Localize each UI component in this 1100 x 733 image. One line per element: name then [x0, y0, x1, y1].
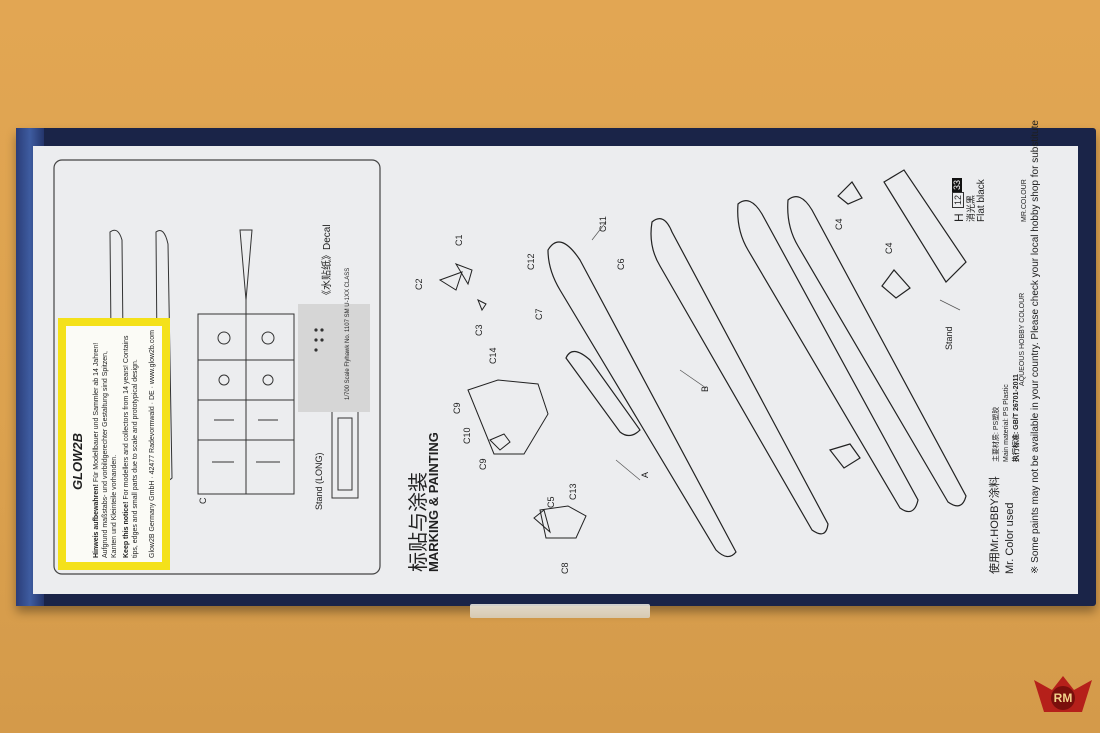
part-label-c4-2: C4	[884, 242, 894, 254]
hull-assembled	[737, 196, 967, 513]
sprue-letter: C	[198, 497, 208, 505]
material-cn: 主要材质: PS塑胶	[993, 406, 1000, 462]
part-label-c12: C12	[526, 253, 536, 270]
part-label-c1: C1	[454, 234, 464, 246]
part-label-c3: C3	[474, 324, 484, 336]
material-standard: 执行标准: GB/T 26701-2011	[1013, 374, 1020, 462]
mr-colour-label: MR.COLOUR	[1021, 179, 1028, 222]
small-parts	[438, 263, 587, 539]
display-stand-clip	[470, 604, 650, 618]
part-label-c4: C4	[834, 218, 844, 230]
decal-label: 《水贴纸》Decal	[322, 224, 333, 300]
part-label-c14: C14	[488, 347, 498, 364]
part-label-c7: C7	[534, 308, 544, 320]
warning-en-title: Keep this notice!	[123, 501, 130, 558]
stand-long	[331, 409, 359, 499]
paint-used-en: Mr. Color used	[1004, 502, 1016, 574]
material-en: Main material: PS Plastic	[1003, 384, 1010, 462]
part-label-stand: Stand	[944, 326, 954, 350]
paint-note: ※ Some paints may not be available in yo…	[1030, 120, 1041, 574]
part-label-c9-2: C9	[478, 458, 488, 470]
part-label-b: B	[700, 385, 710, 392]
warning-label-inner	[66, 326, 162, 562]
part-label-a: A	[640, 471, 650, 478]
part-label-c9: C9	[452, 402, 462, 414]
paint-num-12: 12	[952, 191, 964, 208]
rm-watermark-logo: RM	[1034, 676, 1092, 712]
stand-long-label: Stand (LONG)	[314, 452, 324, 510]
part-label-c8: C8	[560, 562, 570, 574]
aqueous-label: AQUEOUS HOBBY COLOUR	[1019, 292, 1026, 386]
sprue-c	[197, 229, 295, 495]
part-label-c5: C5	[546, 496, 556, 508]
paint-used-cn: 使用Mr.HOBBY涂料	[989, 476, 1001, 574]
glow2b-logo: GLOW2B	[70, 432, 85, 490]
part-label-c6: C6	[616, 258, 626, 270]
hull-b	[650, 218, 829, 535]
heading-en: MARKING & PAINTING	[426, 432, 441, 572]
sprue-frame	[53, 159, 381, 575]
paint-name-en: Flat black	[976, 179, 987, 222]
paint-num-33: 33	[952, 177, 962, 192]
warning-de-title: Hinweis aufbewahren!	[93, 484, 100, 558]
part-label-c11: C11	[598, 216, 608, 232]
stand-parts	[837, 169, 967, 299]
hull-a	[547, 241, 737, 558]
part-label-c2: C2	[414, 278, 424, 290]
decal-sheet	[298, 304, 370, 412]
watermark-text: RM	[1054, 691, 1073, 705]
decal-info: 1/700 Scale Flyhawk No. 1107 SM U-1XX CL…	[345, 267, 351, 400]
instruction-panel	[33, 146, 1078, 594]
warning-en: Keep this notice! For modellers and coll…	[122, 330, 140, 558]
warning-de: Hinweis aufbewahren! Für Modellbauer und…	[92, 330, 119, 558]
warning-address: Glow2B Germany GmbH · 42477 Radevormwald…	[149, 330, 156, 558]
part-label-c13: C13	[568, 483, 578, 500]
part-label-c10: C10	[462, 427, 472, 444]
